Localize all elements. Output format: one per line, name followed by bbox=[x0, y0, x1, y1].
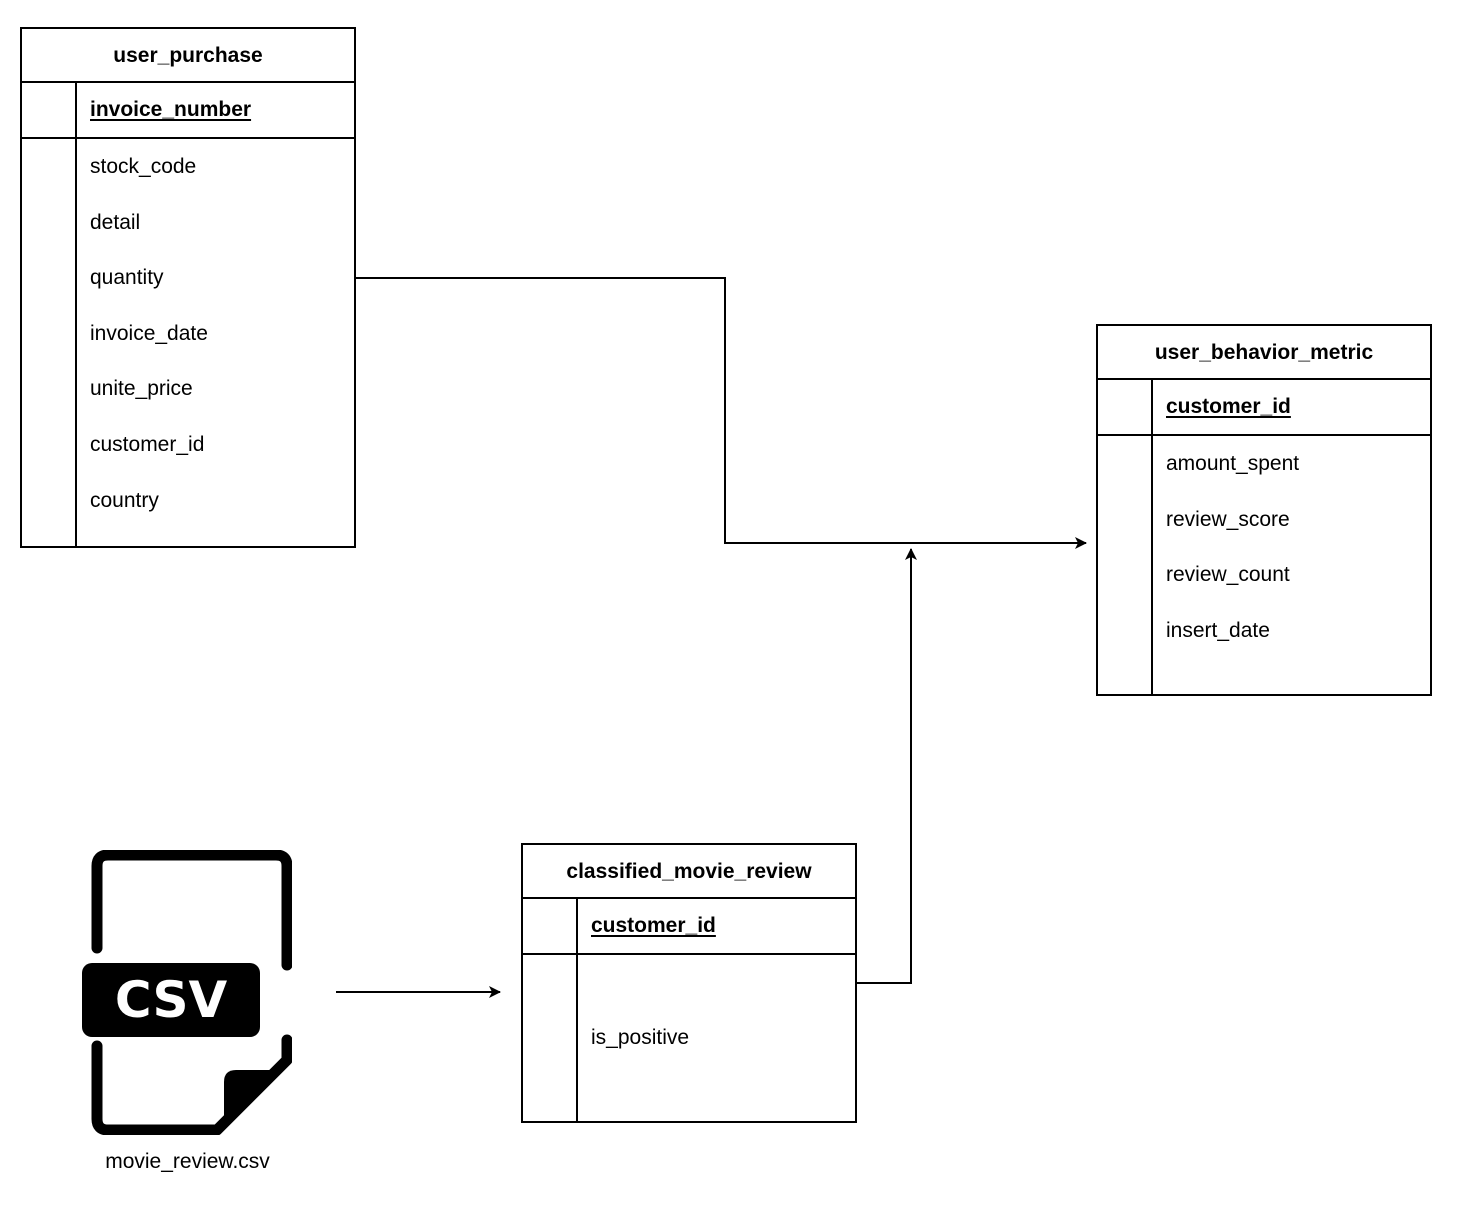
field-unite-price: unite_price bbox=[90, 377, 193, 401]
field-country: country bbox=[90, 488, 159, 512]
field-review-score: review_score bbox=[1166, 507, 1290, 531]
primary-key-row: customer_id bbox=[1098, 380, 1430, 436]
field-insert-date: insert_date bbox=[1166, 618, 1270, 642]
table-title: user_purchase bbox=[22, 29, 354, 83]
key-column bbox=[523, 899, 578, 953]
table-classified-movie-review[interactable]: classified_movie_review customer_id is_p… bbox=[521, 843, 857, 1123]
field-detail: detail bbox=[90, 210, 141, 234]
table-body: is_positive bbox=[523, 955, 855, 1121]
key-column bbox=[1098, 380, 1153, 434]
field-invoice-date: invoice_date bbox=[90, 321, 208, 345]
field-stock-code: stock_code bbox=[90, 155, 197, 178]
primary-key-field: customer_id bbox=[1166, 395, 1291, 418]
key-column bbox=[22, 83, 77, 137]
field-is-positive: is_positive bbox=[591, 1026, 690, 1050]
table-body: stock_code detail quantity invoice_date … bbox=[22, 139, 354, 546]
table-user-purchase[interactable]: user_purchase invoice_number stock_code … bbox=[20, 27, 356, 548]
key-column bbox=[22, 139, 77, 546]
field-amount-spent: amount_spent bbox=[1166, 452, 1300, 475]
key-column bbox=[1098, 436, 1153, 694]
csv-badge-label: CSV bbox=[115, 971, 228, 1029]
key-column bbox=[523, 955, 578, 1121]
table-title: classified_movie_review bbox=[523, 845, 855, 899]
field-quantity: quantity bbox=[90, 266, 164, 290]
primary-key-field: invoice_number bbox=[90, 98, 252, 121]
primary-key-row: invoice_number bbox=[22, 83, 354, 139]
field-review-count: review_count bbox=[1166, 563, 1290, 587]
field-list: is_positive bbox=[578, 955, 855, 1121]
field-list: amount_spent review_score review_count i… bbox=[1153, 436, 1430, 694]
edge-classified-movie-review-to-user-behavior-metric bbox=[857, 548, 917, 984]
primary-key-row: customer_id bbox=[523, 899, 855, 955]
field-list: stock_code detail quantity invoice_date … bbox=[77, 139, 354, 546]
csv-file-icon[interactable]: CSV bbox=[82, 850, 292, 1135]
csv-file-caption: movie_review.csv bbox=[105, 1150, 270, 1173]
edge-user-purchase-to-user-behavior-metric bbox=[356, 277, 1087, 549]
table-user-behavior-metric[interactable]: user_behavior_metric customer_id amount_… bbox=[1096, 324, 1432, 696]
field-customer-id: customer_id bbox=[90, 432, 205, 456]
primary-key-field: customer_id bbox=[591, 914, 716, 937]
table-body: amount_spent review_score review_count i… bbox=[1098, 436, 1430, 694]
table-title: user_behavior_metric bbox=[1098, 326, 1430, 380]
